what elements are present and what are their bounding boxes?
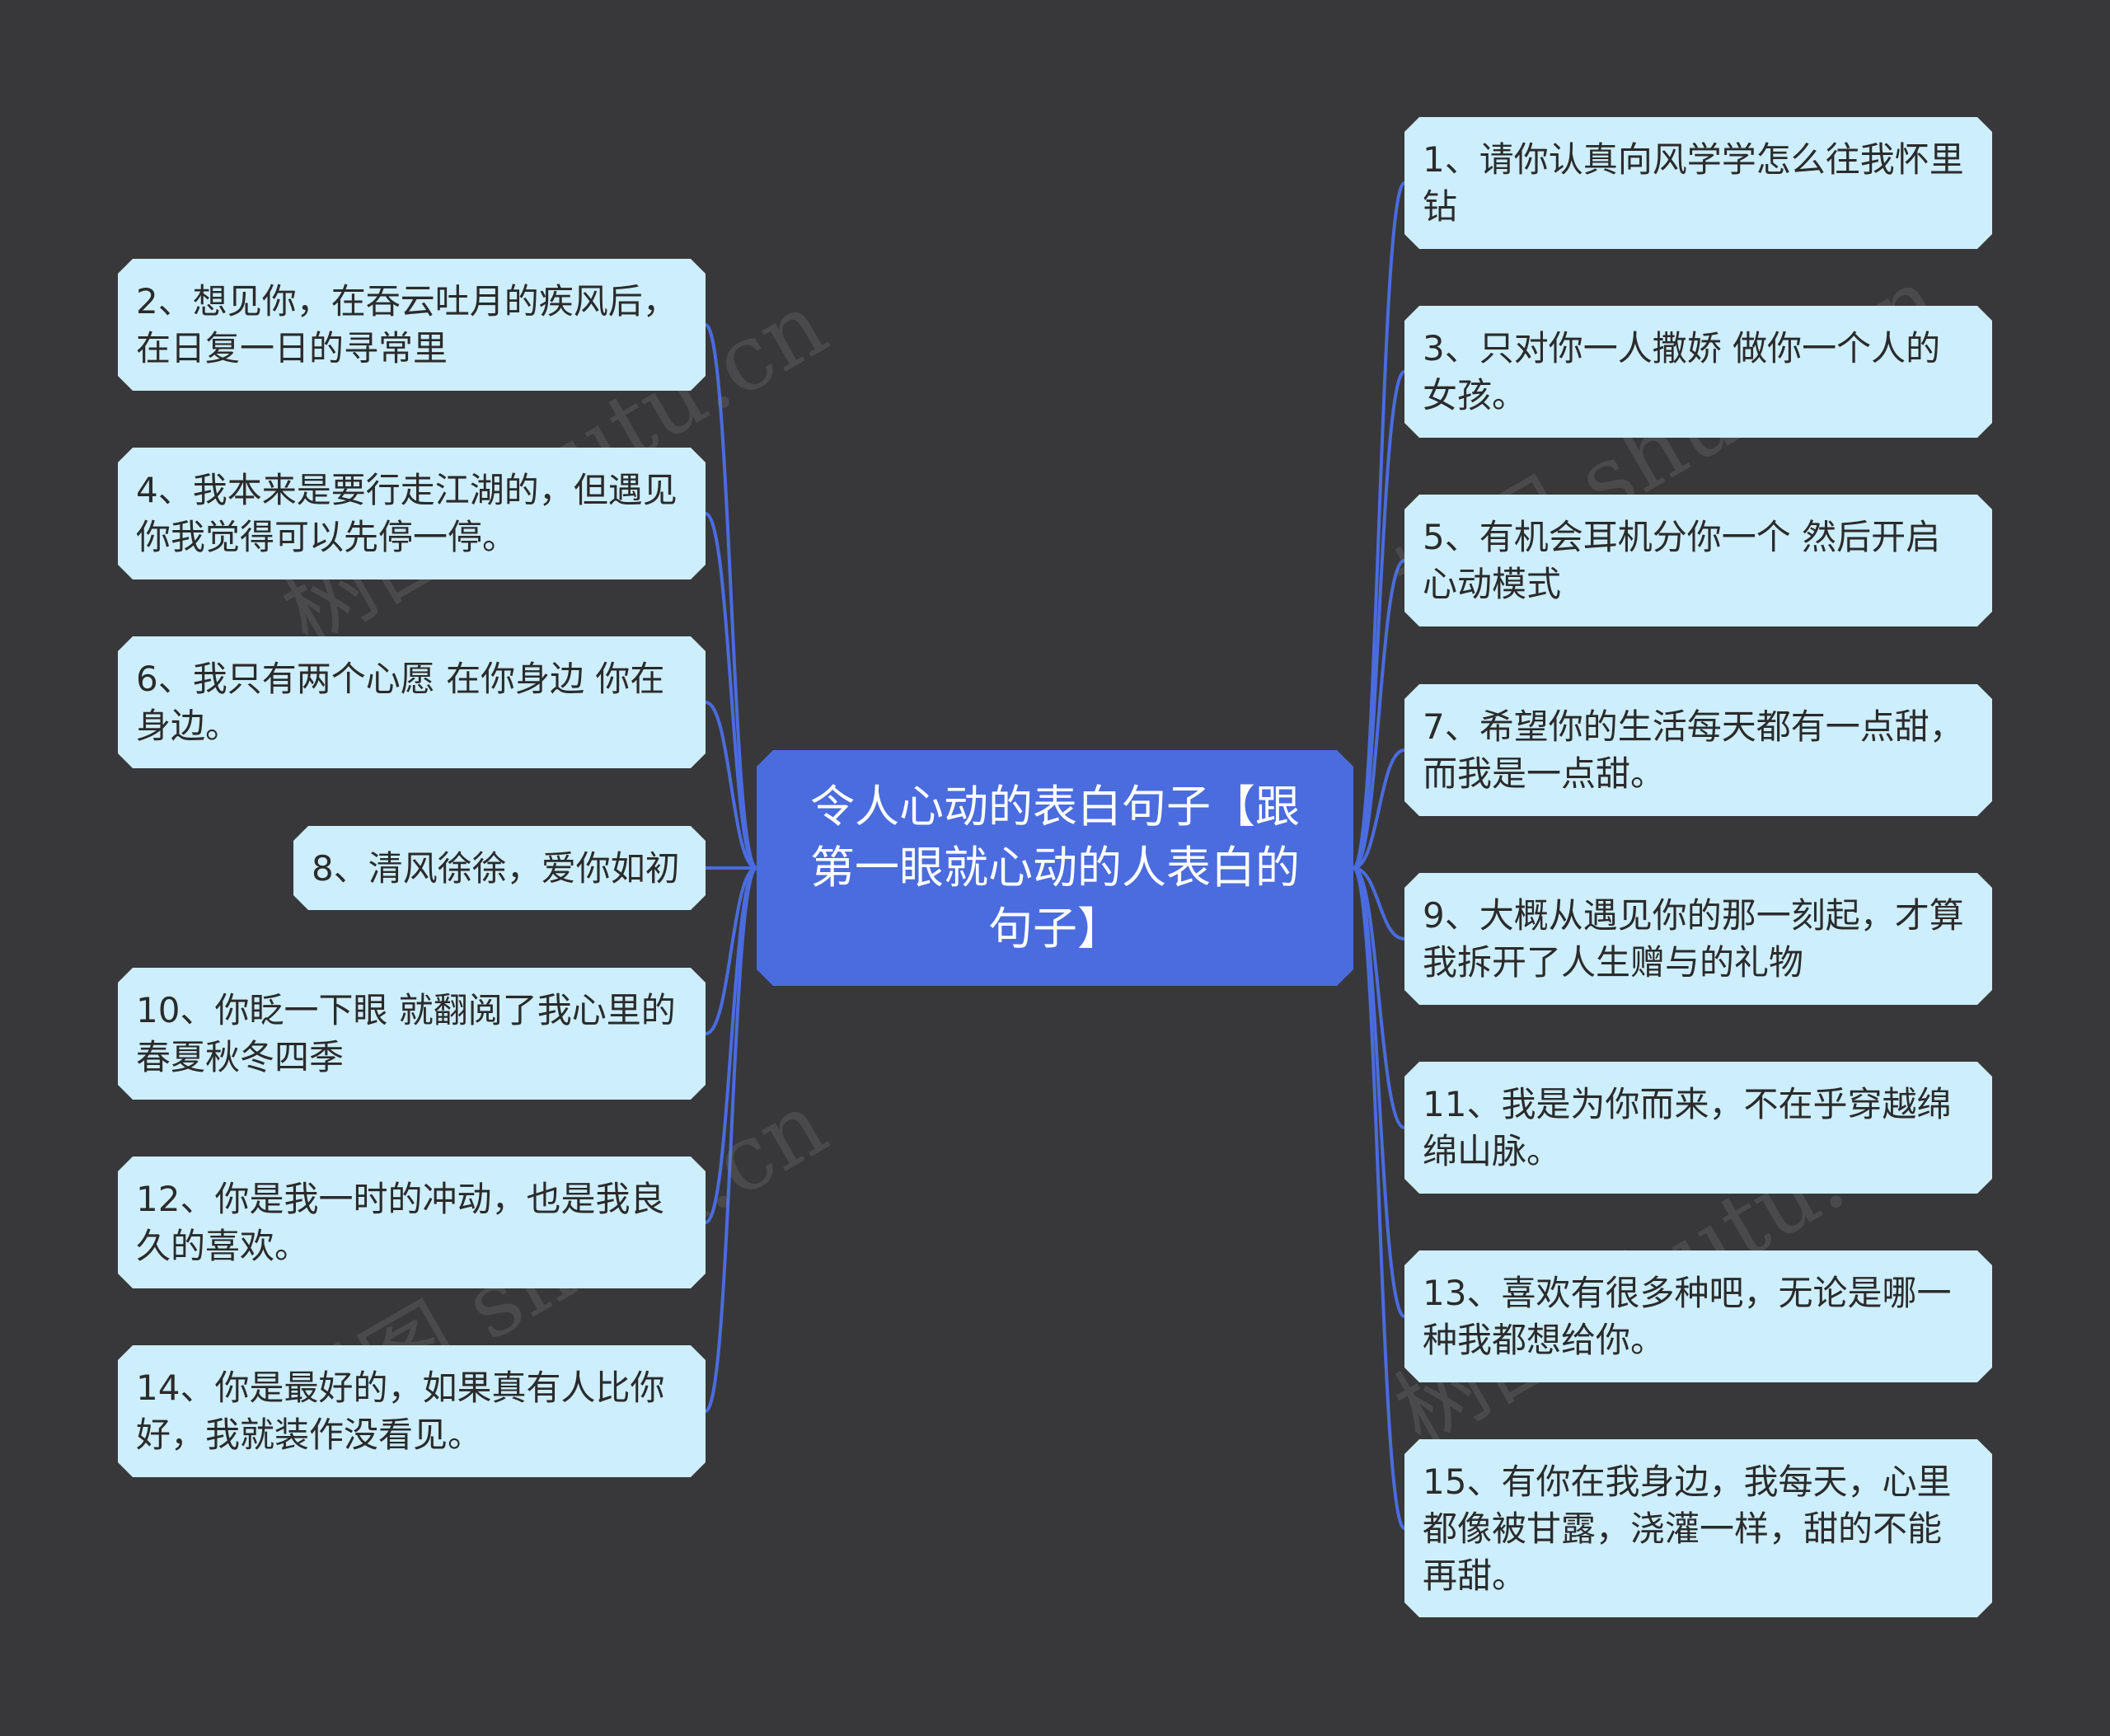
right-connector-5 xyxy=(1353,866,1405,941)
right-node-5[interactable]: 9、大概从遇见你的那一刻起，才算我拆开了人生赠与的礼物 xyxy=(1404,873,1992,1005)
right-node-8-text: 15、有你在我身边，我每天，心里都像被甘露，浇灌一样，甜的不能再甜。 xyxy=(1423,1461,1952,1596)
right-connector-3 xyxy=(1353,559,1405,870)
central-topic-title: 令人心动的表白句子【跟第一眼就心动的人表白的句子】 xyxy=(810,781,1300,955)
right-node-1-text: 1、请你认真向风学学怎么往我怀里钻 xyxy=(1423,139,1964,227)
right-node-7-text: 13、喜欢有很多种吧，无论是哪一种我都想给你。 xyxy=(1423,1273,1952,1360)
right-connector-6 xyxy=(1353,866,1405,1129)
left-node-6-text: 12、你是我一时的冲动，也是我良久的喜欢。 xyxy=(136,1179,665,1266)
right-node-1[interactable]: 1、请你认真向风学学怎么往我怀里钻 xyxy=(1404,117,1992,249)
right-connector-1 xyxy=(1352,181,1406,870)
left-node-1[interactable]: 2、想见你，在吞云吐月的疾风后，在日复一日的寻常里 xyxy=(118,259,706,391)
right-node-4-text: 7、希望你的生活每天都有一点甜，而我是一点甜。 xyxy=(1423,706,1964,794)
right-node-6-text: 11、我是为你而来，不在乎穿越绵绵山脉。 xyxy=(1423,1084,1952,1171)
right-connector-2 xyxy=(1352,370,1406,870)
left-node-3[interactable]: 6、我只有两个心愿 在你身边 你在身边。 xyxy=(118,636,706,768)
right-connector-4 xyxy=(1353,748,1405,870)
right-node-3-text: 5、有机会耳机分你一个 然后开启心动模式 xyxy=(1423,517,1941,604)
left-node-2[interactable]: 4、我本来是要行走江湖的，但遇见你我觉得可以先停一停。 xyxy=(118,448,706,579)
left-node-7[interactable]: 14、你是最好的，如果真有人比你好，我就装作没看见。 xyxy=(118,1345,706,1477)
left-node-3-text: 6、我只有两个心愿 在你身边 你在身边。 xyxy=(136,659,665,746)
left-connector-2 xyxy=(705,512,757,870)
left-node-6[interactable]: 12、你是我一时的冲动，也是我良久的喜欢。 xyxy=(118,1157,706,1288)
left-connector-3 xyxy=(705,701,757,870)
left-connector-5 xyxy=(705,866,757,1035)
right-node-3[interactable]: 5、有机会耳机分你一个 然后开启心动模式 xyxy=(1404,495,1992,626)
left-node-1-text: 2、想见你，在吞云吐月的疾风后，在日复一日的寻常里 xyxy=(136,281,678,368)
left-node-2-text: 4、我本来是要行走江湖的，但遇见你我觉得可以先停一停。 xyxy=(136,470,678,557)
left-node-5[interactable]: 10、你眨一下眼 就翻阅了我心里的春夏秋冬四季 xyxy=(118,968,706,1100)
central-topic[interactable]: 令人心动的表白句子【跟第一眼就心动的人表白的句子】 xyxy=(757,750,1353,986)
right-node-7[interactable]: 13、喜欢有很多种吧，无论是哪一种我都想给你。 xyxy=(1404,1250,1992,1382)
right-node-2[interactable]: 3、只对你一人撒娇 做你一个人的女孩。 xyxy=(1404,306,1992,438)
left-node-4-text: 8、清风徐徐，爱你如初 xyxy=(312,847,680,889)
left-node-4[interactable]: 8、清风徐徐，爱你如初 xyxy=(293,826,706,910)
right-node-2-text: 3、只对你一人撒娇 做你一个人的女孩。 xyxy=(1423,328,1941,415)
right-node-6[interactable]: 11、我是为你而来，不在乎穿越绵绵山脉。 xyxy=(1404,1062,1992,1194)
left-connector-7 xyxy=(704,866,758,1413)
right-connector-8 xyxy=(1352,866,1406,1530)
right-node-8[interactable]: 15、有你在我身边，我每天，心里都像被甘露，浇灌一样，甜的不能再甜。 xyxy=(1404,1439,1992,1617)
left-node-5-text: 10、你眨一下眼 就翻阅了我心里的春夏秋冬四季 xyxy=(136,990,676,1077)
left-node-7-text: 14、你是最好的，如果真有人比你好，我就装作没看见。 xyxy=(136,1368,665,1455)
left-connector-1 xyxy=(704,323,758,870)
right-node-4[interactable]: 7、希望你的生活每天都有一点甜，而我是一点甜。 xyxy=(1404,684,1992,816)
right-node-5-text: 9、大概从遇见你的那一刻起，才算我拆开了人生赠与的礼物 xyxy=(1423,895,1964,983)
